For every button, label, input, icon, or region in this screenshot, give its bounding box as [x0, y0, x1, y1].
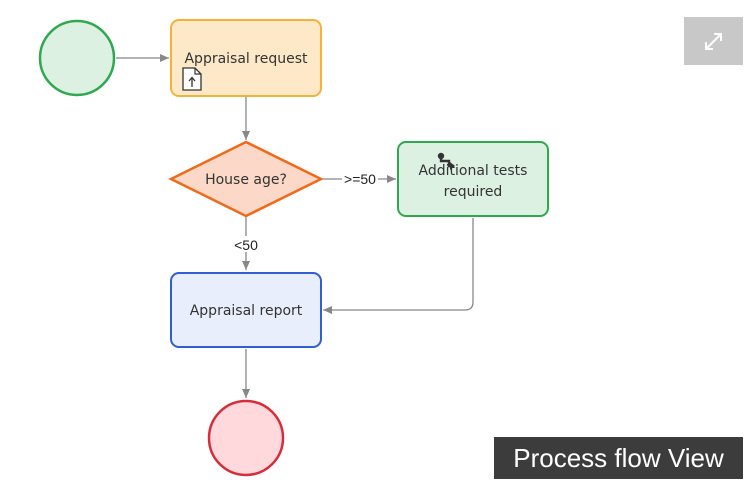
edge-label-lt50: <50: [234, 237, 258, 253]
edge-tests-to-report: [323, 218, 474, 314]
task-appraisal-request[interactable]: [170, 19, 322, 97]
expand-button[interactable]: [684, 17, 743, 65]
task-appraisal-request-label: Appraisal request: [184, 51, 308, 67]
route-cursor-icon: [437, 152, 455, 170]
edge-label-gte50: >=50: [344, 171, 376, 187]
expand-icon: [705, 33, 722, 50]
gateway-house-age-label: House age?: [205, 172, 287, 188]
gateway-house-age[interactable]: [168, 140, 324, 218]
task-additional-tests-label-line1: Additional tests: [419, 163, 528, 179]
document-upload-icon: [182, 67, 202, 91]
task-appraisal-report-label: Appraisal report: [190, 303, 303, 319]
end-event[interactable]: [207, 399, 285, 477]
task-appraisal-report[interactable]: [170, 272, 322, 348]
start-event[interactable]: [38, 19, 116, 97]
caption-banner: Process flow View: [494, 437, 743, 479]
task-additional-tests-label-line2: required: [444, 184, 503, 200]
task-additional-tests[interactable]: [397, 141, 549, 217]
